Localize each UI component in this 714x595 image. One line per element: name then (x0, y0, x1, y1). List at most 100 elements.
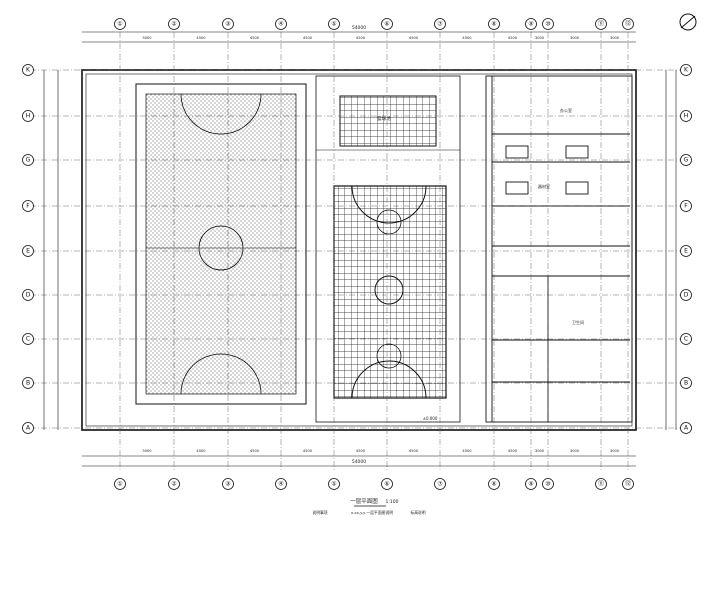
column-axis-bubble (114, 18, 126, 30)
column-axis-label: ⑩ (545, 21, 550, 28)
column-axis-label: ⑨ (528, 481, 533, 488)
column-axis-bubble (381, 18, 393, 30)
row-axis-label: K (26, 67, 31, 74)
row-axis-label: C (684, 336, 688, 343)
bay-dimension-text: 4500 (303, 36, 313, 40)
column-axis-label: ⑥ (384, 481, 389, 488)
basketball-court (315, 75, 461, 423)
column-axis-label: ② (171, 481, 177, 488)
column-axis-bubble (168, 478, 180, 490)
bay-dimension-text: 3000 (610, 36, 620, 40)
column-axis-bubble (381, 478, 393, 490)
row-axis-label: G (26, 157, 31, 164)
column-axis-label: ⑪ (598, 20, 604, 28)
column-axis-bubble (275, 18, 287, 30)
bay-dimension-text: 4500 (462, 449, 472, 453)
row-axis-bubble (22, 289, 34, 301)
column-axis-bubble (114, 478, 126, 490)
bay-dimension-text: 4500 (508, 36, 518, 40)
futsal-court (135, 83, 307, 405)
column-axis-bubble (434, 18, 446, 30)
row-axis-label: G (684, 157, 689, 164)
row-axis-label: D (26, 292, 31, 299)
column-axis-bubble (542, 478, 554, 490)
row-axis-bubble (22, 245, 34, 257)
column-axis-label: ⑫ (625, 480, 631, 488)
bay-dimension-text: 3000 (535, 449, 545, 453)
court-label: 篮球场 (377, 115, 391, 122)
bay-dimension-text: 3000 (142, 36, 152, 40)
bay-dimensions: 3000 3000 4500 4500 4500 4500 4500 4500 4500 4500… (142, 36, 619, 453)
overall-dimension-top: 54000 (352, 25, 366, 31)
column-axis-label: ⑧ (491, 21, 496, 28)
row-axis-label: A (684, 425, 689, 432)
row-axis-bubble (680, 333, 692, 345)
row-axis-bubble (22, 422, 34, 434)
row-axis-bubble (680, 154, 692, 166)
toilet-label: 卫生间 (572, 319, 584, 325)
column-axis-label: ② (171, 21, 177, 28)
row-axis-label: F (684, 203, 688, 210)
bay-dimension-text: 4500 (409, 449, 419, 453)
row-axis-bubble (22, 377, 34, 389)
service-rooms (485, 75, 633, 423)
bay-dimension-text: 4500 (409, 36, 419, 40)
row-axis-label: H (684, 113, 689, 120)
bay-dimension-text: 4500 (250, 449, 260, 453)
bay-dimension-text: 4500 (462, 36, 472, 40)
row-axis-label: C (26, 336, 30, 343)
row-axis-label: F (26, 203, 30, 210)
row-axis-bubble (680, 64, 692, 76)
bay-dimension-text: 3000 (535, 36, 545, 40)
column-axis-label: ⑥ (384, 21, 389, 28)
column-axis-bubble (525, 478, 537, 490)
column-axis-label: ⑤ (331, 21, 336, 28)
column-axis-label: ③ (225, 481, 230, 488)
bay-dimension-text: 3000 (570, 36, 580, 40)
dimension-lines (43, 31, 677, 467)
row-axis-bubble (22, 64, 34, 76)
column-axis-label: ⑤ (331, 481, 336, 488)
row-axis-label: E (26, 248, 30, 255)
column-axis-bubble (595, 18, 607, 30)
column-axis-label: ④ (278, 21, 283, 28)
note-2: x.xx,y.y 一层平面图说明 (351, 510, 393, 515)
north-arrow (679, 13, 697, 31)
column-axis-label: ⑨ (528, 21, 533, 28)
equipment-label: 器材室 (538, 183, 550, 189)
row-axis-label: H (26, 113, 31, 120)
bay-dimension-text: 3000 (142, 449, 152, 453)
column-axis-bubble (525, 18, 537, 30)
row-axis-bubble (680, 245, 692, 257)
column-axis-label: ④ (278, 481, 283, 488)
column-axis-bubble (542, 18, 554, 30)
row-axis-label: K (684, 67, 689, 74)
row-axis-bubble (22, 200, 34, 212)
bay-dimension-text: 4500 (508, 449, 518, 453)
bay-dimension-text: 3000 (610, 449, 620, 453)
drawing-scale: 1:100 (386, 499, 399, 505)
note-3: 标高说明 (410, 510, 425, 515)
column-axis-label: ③ (225, 21, 230, 28)
bay-dimension-text: 4500 (196, 449, 206, 453)
column-axis-bubble (488, 18, 500, 30)
row-axis-bubble (22, 110, 34, 122)
bay-dimension-text: 4500 (356, 449, 366, 453)
column-axis-bubble (622, 18, 634, 30)
bay-dimension-text: 4500 (250, 36, 260, 40)
column-axis-bubble (434, 478, 446, 490)
office-label: 办公室 (560, 107, 572, 113)
row-axis-label: A (26, 425, 31, 432)
row-axis-bubble (680, 377, 692, 389)
column-axis-label: ⑧ (491, 481, 496, 488)
row-axis-label: E (684, 248, 688, 255)
column-axis-bubble (488, 478, 500, 490)
column-axis-label: ⑦ (437, 481, 443, 488)
column-axis-bubble (328, 18, 340, 30)
row-axis-label: B (684, 380, 688, 387)
row-axis-label: B (26, 380, 30, 387)
column-axis-bubble (168, 18, 180, 30)
row-axis-bubble (680, 422, 692, 434)
